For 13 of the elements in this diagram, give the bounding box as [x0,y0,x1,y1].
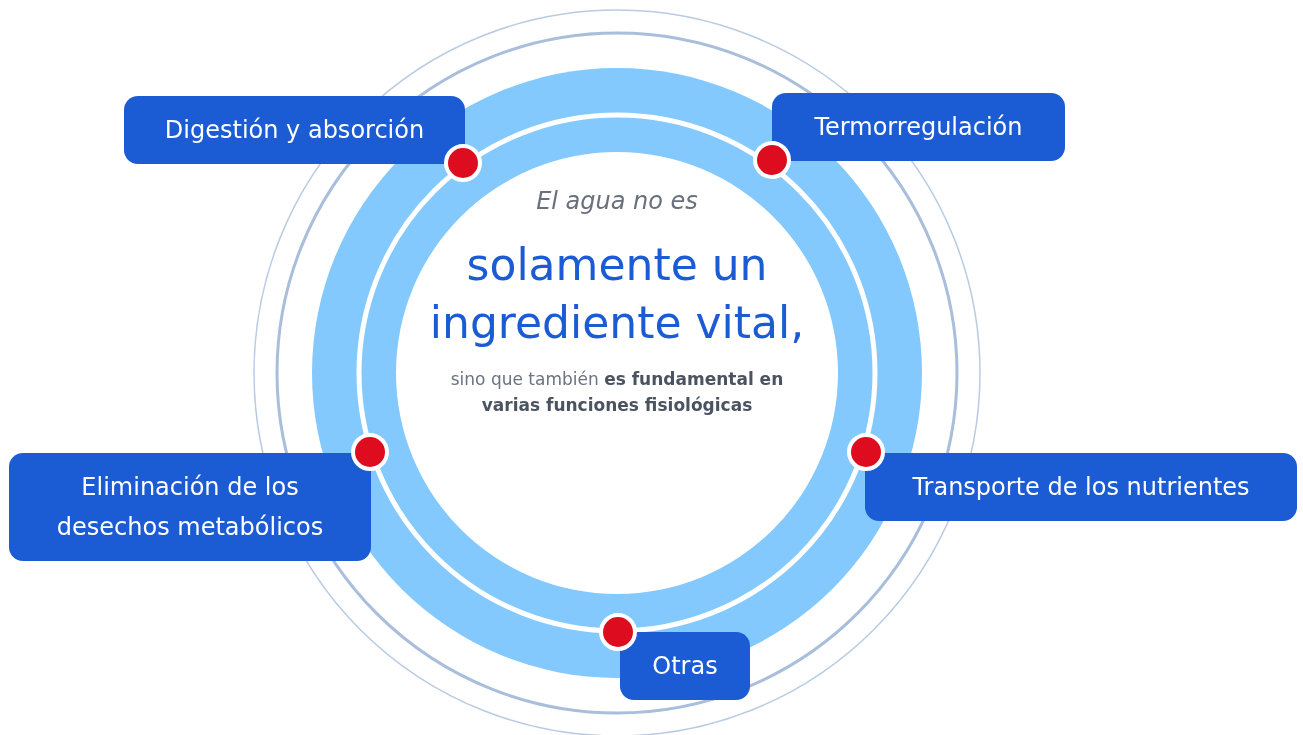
function-box [124,96,465,164]
function-label: Eliminación de los desechos metabólicos [55,472,325,543]
intro-text: El agua no es [535,186,699,216]
function-box [620,632,750,700]
headline-text: solamente un ingrediente vital, [428,238,806,350]
function-label: Transporte de los nutrientes [912,472,1250,503]
body-text: sino que también es fundamental en varias funciones fisiológicas [449,368,785,417]
function-label: Otras [652,651,718,682]
function-label: Termorregulación [814,112,1023,143]
function-box [9,453,371,561]
function-box [772,93,1065,161]
function-label: Digestión y absorción [164,115,425,146]
function-box [865,453,1297,521]
